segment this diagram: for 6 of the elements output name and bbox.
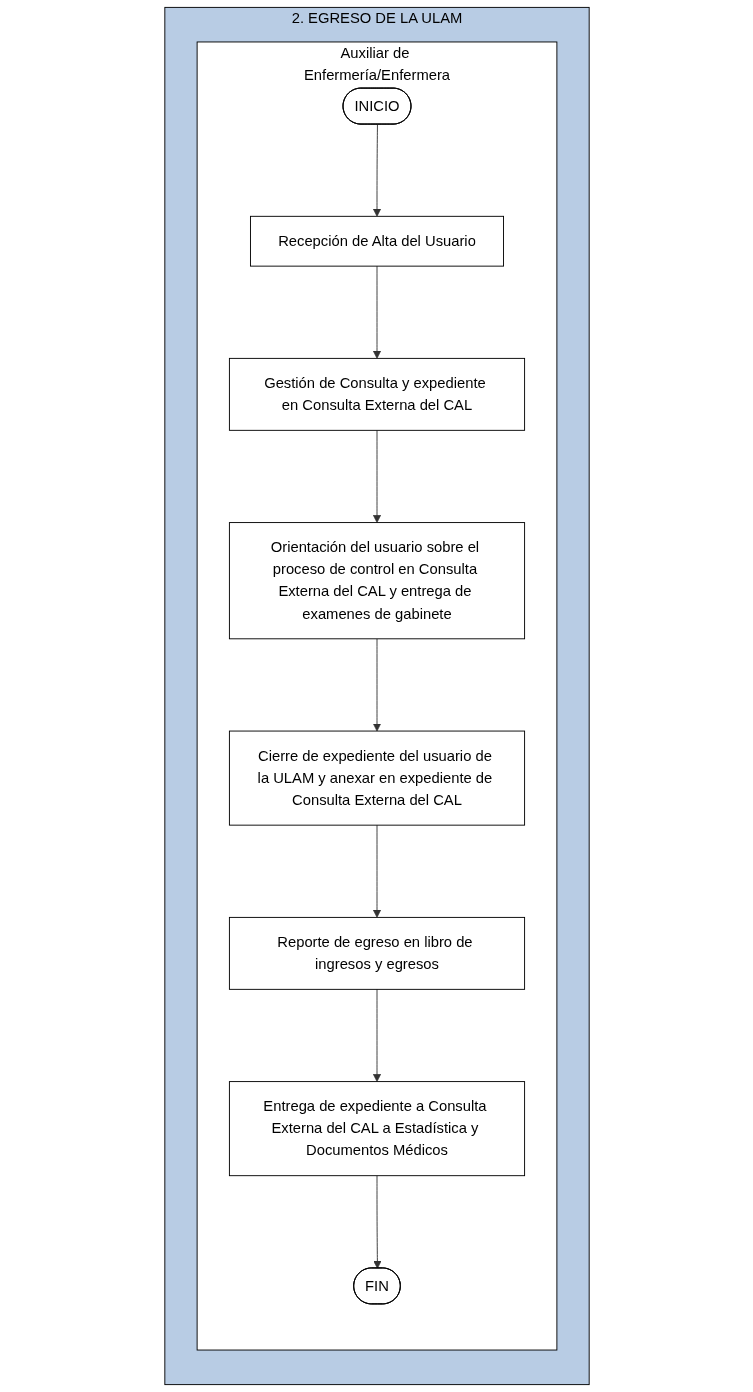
node-box: Gestión de Consulta y expediente en Consulta Externa del CAL	[228, 357, 525, 431]
node-box: Reporte de egreso en libro de ingresos y egresos	[228, 916, 525, 990]
node-box: Cierre de expediente del usuario de la ULAM y anexar en expediente de Consulta Externa del CAL	[228, 730, 525, 826]
node-box: Entrega de expediente a Consulta Externa del CAL a Estadística y Documentos Médicos	[228, 1081, 525, 1177]
node-box: Recepción de Alta del Usuario	[249, 215, 504, 267]
node-box: Orientación del usuario sobre el proceso de control en Consulta Externa del CAL y entrega de examenes de gabinete	[228, 522, 525, 640]
